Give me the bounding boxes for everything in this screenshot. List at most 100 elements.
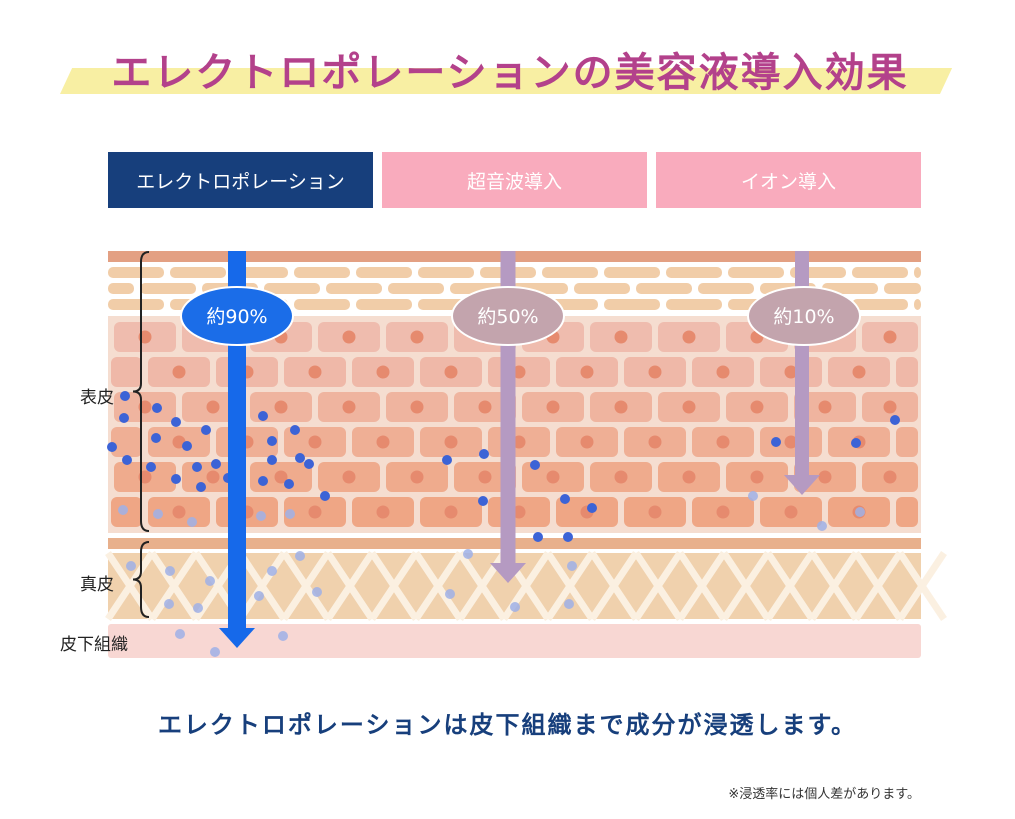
particle-faint (193, 603, 203, 613)
stratum-cell (326, 283, 382, 294)
cell-nucleus (512, 365, 526, 379)
cell-nucleus (750, 470, 764, 484)
cell-nucleus (444, 365, 458, 379)
cell-nucleus (512, 435, 526, 449)
penetration-label: 約90% (206, 306, 267, 328)
stratum-cell (914, 267, 921, 278)
cell-nucleus (410, 470, 424, 484)
penetration-badge (747, 286, 861, 346)
cell-nucleus (274, 470, 288, 484)
particle-faint (256, 511, 266, 521)
stratum-cell (574, 283, 630, 294)
particle (171, 417, 181, 427)
particle (267, 455, 277, 465)
stratum-cell (698, 283, 754, 294)
particle-faint (445, 589, 455, 599)
cell-nucleus (342, 330, 356, 344)
particle-faint (312, 587, 322, 597)
cell-nucleus (648, 365, 662, 379)
cell-nucleus (308, 365, 322, 379)
particle-faint (463, 549, 473, 559)
dermis-fiber (809, 551, 859, 621)
particle (120, 391, 130, 401)
cell-nucleus (376, 505, 390, 519)
cell-nucleus (206, 470, 220, 484)
penetration-label: 約50% (477, 306, 538, 328)
particle (258, 476, 268, 486)
footnote: ※浸透率には個人差があります。 (728, 787, 920, 802)
arrow-iontophoresis-head (784, 475, 820, 495)
particle-faint (748, 491, 758, 501)
cell-nucleus (784, 365, 798, 379)
particle-faint (164, 599, 174, 609)
epidermis-cell (111, 427, 142, 457)
stratum-cell (264, 283, 320, 294)
cell-nucleus (716, 435, 730, 449)
cell-nucleus (682, 470, 696, 484)
stratum-cell (170, 267, 226, 278)
particle (587, 503, 597, 513)
cell-nucleus (172, 365, 186, 379)
particle-faint (817, 521, 827, 531)
tab-ultrasound[interactable]: 超音波導入 (382, 152, 647, 208)
cell-nucleus (716, 505, 730, 519)
dermis-fiber (545, 551, 595, 621)
particle (267, 436, 277, 446)
tab-iontophoresis[interactable]: イオン導入 (656, 152, 921, 208)
stratum-cell (666, 299, 722, 310)
title-area: エレクトロポレーションの美容液導入効果 (60, 28, 960, 100)
stratum-cell (884, 283, 921, 294)
particle (196, 482, 206, 492)
cell-nucleus (852, 365, 866, 379)
particle (533, 532, 543, 542)
cell-nucleus (410, 330, 424, 344)
cell-nucleus (614, 330, 628, 344)
cell-nucleus (342, 470, 356, 484)
dermis-fiber (281, 551, 331, 621)
stratum-cell (666, 267, 722, 278)
particle-faint (165, 566, 175, 576)
cell-nucleus (478, 400, 492, 414)
stratum-cell (388, 283, 444, 294)
particle (478, 496, 488, 506)
particle-faint (510, 602, 520, 612)
arrow-electroporation-head (219, 628, 255, 648)
particle-faint (153, 509, 163, 519)
cell-nucleus (883, 330, 897, 344)
particle-faint (564, 599, 574, 609)
cell-nucleus (784, 505, 798, 519)
epidermis-cell (896, 497, 918, 527)
particle (479, 449, 489, 459)
particle-faint (267, 566, 277, 576)
dermis-fiber (369, 551, 419, 621)
cell-nucleus (478, 470, 492, 484)
particle (560, 494, 570, 504)
particle-faint (205, 576, 215, 586)
cell-nucleus (546, 400, 560, 414)
cell-nucleus (444, 435, 458, 449)
arrow-ultrasound-head (490, 563, 526, 583)
particle (151, 433, 161, 443)
stratum-cell (604, 267, 660, 278)
arrow-iontophoresis-shaft (795, 251, 809, 477)
particle-faint (175, 629, 185, 639)
cell-nucleus (716, 365, 730, 379)
particle (152, 403, 162, 413)
particle-faint (285, 509, 295, 519)
cell-nucleus (614, 470, 628, 484)
epidermis-cell (896, 357, 918, 387)
particle (851, 438, 861, 448)
dermis-fiber (853, 551, 903, 621)
tab-electroporation[interactable]: エレクトロポレーション (108, 152, 373, 208)
stratum-cell (356, 267, 412, 278)
cell-nucleus (580, 365, 594, 379)
particle (771, 437, 781, 447)
cell-nucleus (206, 400, 220, 414)
cell-nucleus (784, 435, 798, 449)
page-title: エレクトロポレーションの美容液導入効果 (111, 50, 909, 96)
particle (122, 455, 132, 465)
particle (304, 459, 314, 469)
particle (192, 462, 202, 472)
particle (171, 474, 181, 484)
particle (146, 462, 156, 472)
